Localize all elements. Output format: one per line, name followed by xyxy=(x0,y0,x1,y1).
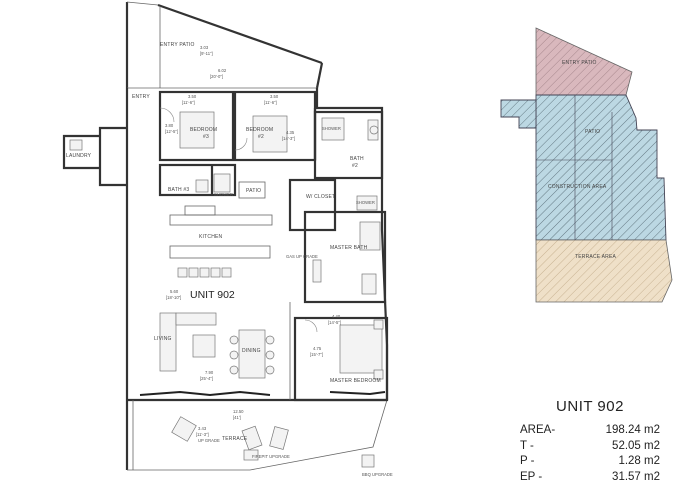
summary-row: P - 1.28 m2 xyxy=(520,454,660,470)
summary-row-label: P - xyxy=(520,455,535,467)
summary-row-label: EP - xyxy=(520,470,543,483)
dim-master-h: 4.75 xyxy=(313,346,322,351)
summary-row-value: 52.05 m2 xyxy=(612,439,660,452)
note-firepit-upgrade: FIREPIT UPGRADE xyxy=(252,454,290,459)
keyplan-terrace-area xyxy=(535,239,673,303)
bedroom3-label: BEDROOM xyxy=(190,127,217,133)
dim-bed3-h: 3.80 xyxy=(165,123,174,128)
area-summary: UNIT 902 AREA- 198.24 m2 T - 52.05 m2 P … xyxy=(520,398,660,485)
summary-rows: AREA- 198.24 m2 T - 52.05 m2 P - 1.28 m2… xyxy=(520,423,660,485)
summary-row-value: 31.57 m2 xyxy=(612,470,660,483)
dim-entry-span: 6.02 xyxy=(218,68,227,73)
kitchen-label: KITCHEN xyxy=(199,234,223,240)
laundry-room xyxy=(62,126,127,187)
keyplan-entry-patio-label: ENTRY PATIO xyxy=(562,60,597,66)
dim-patio-top: 3.03 xyxy=(200,45,209,50)
dim-bed2-w: 3.50 xyxy=(270,94,279,99)
dining-label: DINING xyxy=(242,348,261,354)
dim-living-w-ft: [18'-10"] xyxy=(166,295,181,300)
dim-bed3-w-ft: [11'-6"] xyxy=(182,100,195,105)
note-gas-upgrade: GAS UP GRADE xyxy=(286,254,318,259)
keyplan-laundry-bump xyxy=(500,99,537,129)
summary-row-label: AREA- xyxy=(520,424,556,436)
summary-row-value: 198.24 m2 xyxy=(605,424,660,436)
living-dining xyxy=(159,302,291,400)
bedroom2-label: BEDROOM xyxy=(246,127,273,133)
note-shower-bath3: SHOWER xyxy=(214,192,233,197)
dim-master-h-ft: [15'-7"] xyxy=(310,352,323,357)
master-bath-area xyxy=(288,178,387,304)
summary-row: EP - 31.57 m2 xyxy=(520,470,660,486)
dim-entry-span-ft: [20'-0"] xyxy=(210,74,223,79)
summary-title: UNIT 902 xyxy=(556,398,624,415)
bath2-number: #2 xyxy=(352,163,358,169)
keyplan-patio-label: PATIO xyxy=(585,129,600,135)
dim-patio-top-ft: [9'-11"] xyxy=(200,51,213,56)
unit-label: UNIT 902 xyxy=(190,289,235,301)
bath2-label: BATH xyxy=(350,156,364,162)
living-label: LIVING xyxy=(154,336,172,342)
kitchen xyxy=(169,205,273,278)
terrace-label: TERRACE xyxy=(222,436,248,442)
bedroom3-number: #3 xyxy=(203,134,209,140)
bath-3-and-patio xyxy=(158,163,266,199)
dim-bed2-w-ft: [11'-6"] xyxy=(264,100,277,105)
dim-bed2-h-ft: [14'-3"] xyxy=(282,136,295,141)
laundry-label: LAUNDRY xyxy=(66,153,92,159)
bedroom2-number: #2 xyxy=(258,134,264,140)
key-plan: ENTRY PATIO PATIO CONSTRUCTION AREA TERR… xyxy=(500,27,673,303)
entry-patio-label: ENTRY PATIO xyxy=(160,42,195,48)
dim-bed3-w: 3.50 xyxy=(188,94,197,99)
dim-bed3-h-ft: [12'-5"] xyxy=(165,129,178,134)
master-bedroom xyxy=(293,316,389,402)
keyplan-terrace-label: TERRACE AREA xyxy=(575,254,616,260)
summary-row: AREA- 198.24 m2 xyxy=(520,423,660,439)
terrace xyxy=(139,390,386,468)
dim-bed2-h: 4.35 xyxy=(286,130,295,135)
keyplan-construction-label: CONSTRUCTION AREA xyxy=(548,184,607,190)
dim-master-w: 4.40 xyxy=(332,314,341,319)
dim-living-h-ft: [25'-4"] xyxy=(200,376,213,381)
note-up-grade: UP GRADE xyxy=(198,438,220,443)
dim-terrace-h: 3.43 xyxy=(198,426,207,431)
dim-living-w: 5.60 xyxy=(170,289,179,294)
note-bbq-upgrade: BBQ UPGRADE xyxy=(362,472,393,477)
entry-label: ENTRY xyxy=(132,94,150,100)
dim-terrace-w-ft: [41'] xyxy=(233,415,241,420)
note-shower-bath2: SHOWER xyxy=(322,126,341,131)
dim-living-h: 7.90 xyxy=(205,370,214,375)
dim-terrace-w: 12.50 xyxy=(233,409,244,414)
master-bath-label: MASTER BATH xyxy=(330,245,368,251)
keyplan-construction-area xyxy=(535,94,667,241)
summary-row-label: T - xyxy=(520,439,534,452)
master-bedroom-label: MASTER BEDROOM xyxy=(330,378,381,384)
wic-label: W/ CLOSET xyxy=(306,194,335,200)
note-shower-master: SHOWER xyxy=(356,200,375,205)
dim-master-w-ft: [14'-5"] xyxy=(328,320,341,325)
bath3-label: BATH #3 xyxy=(168,187,189,193)
dim-terrace-h-ft: [11'-3"] xyxy=(196,432,209,437)
bath-2 xyxy=(313,110,384,180)
summary-row: T - 52.05 m2 xyxy=(520,439,660,455)
entry-patio-area xyxy=(125,1,324,89)
patio-label: PATIO xyxy=(246,188,261,194)
summary-row-value: 1.28 m2 xyxy=(618,455,660,467)
